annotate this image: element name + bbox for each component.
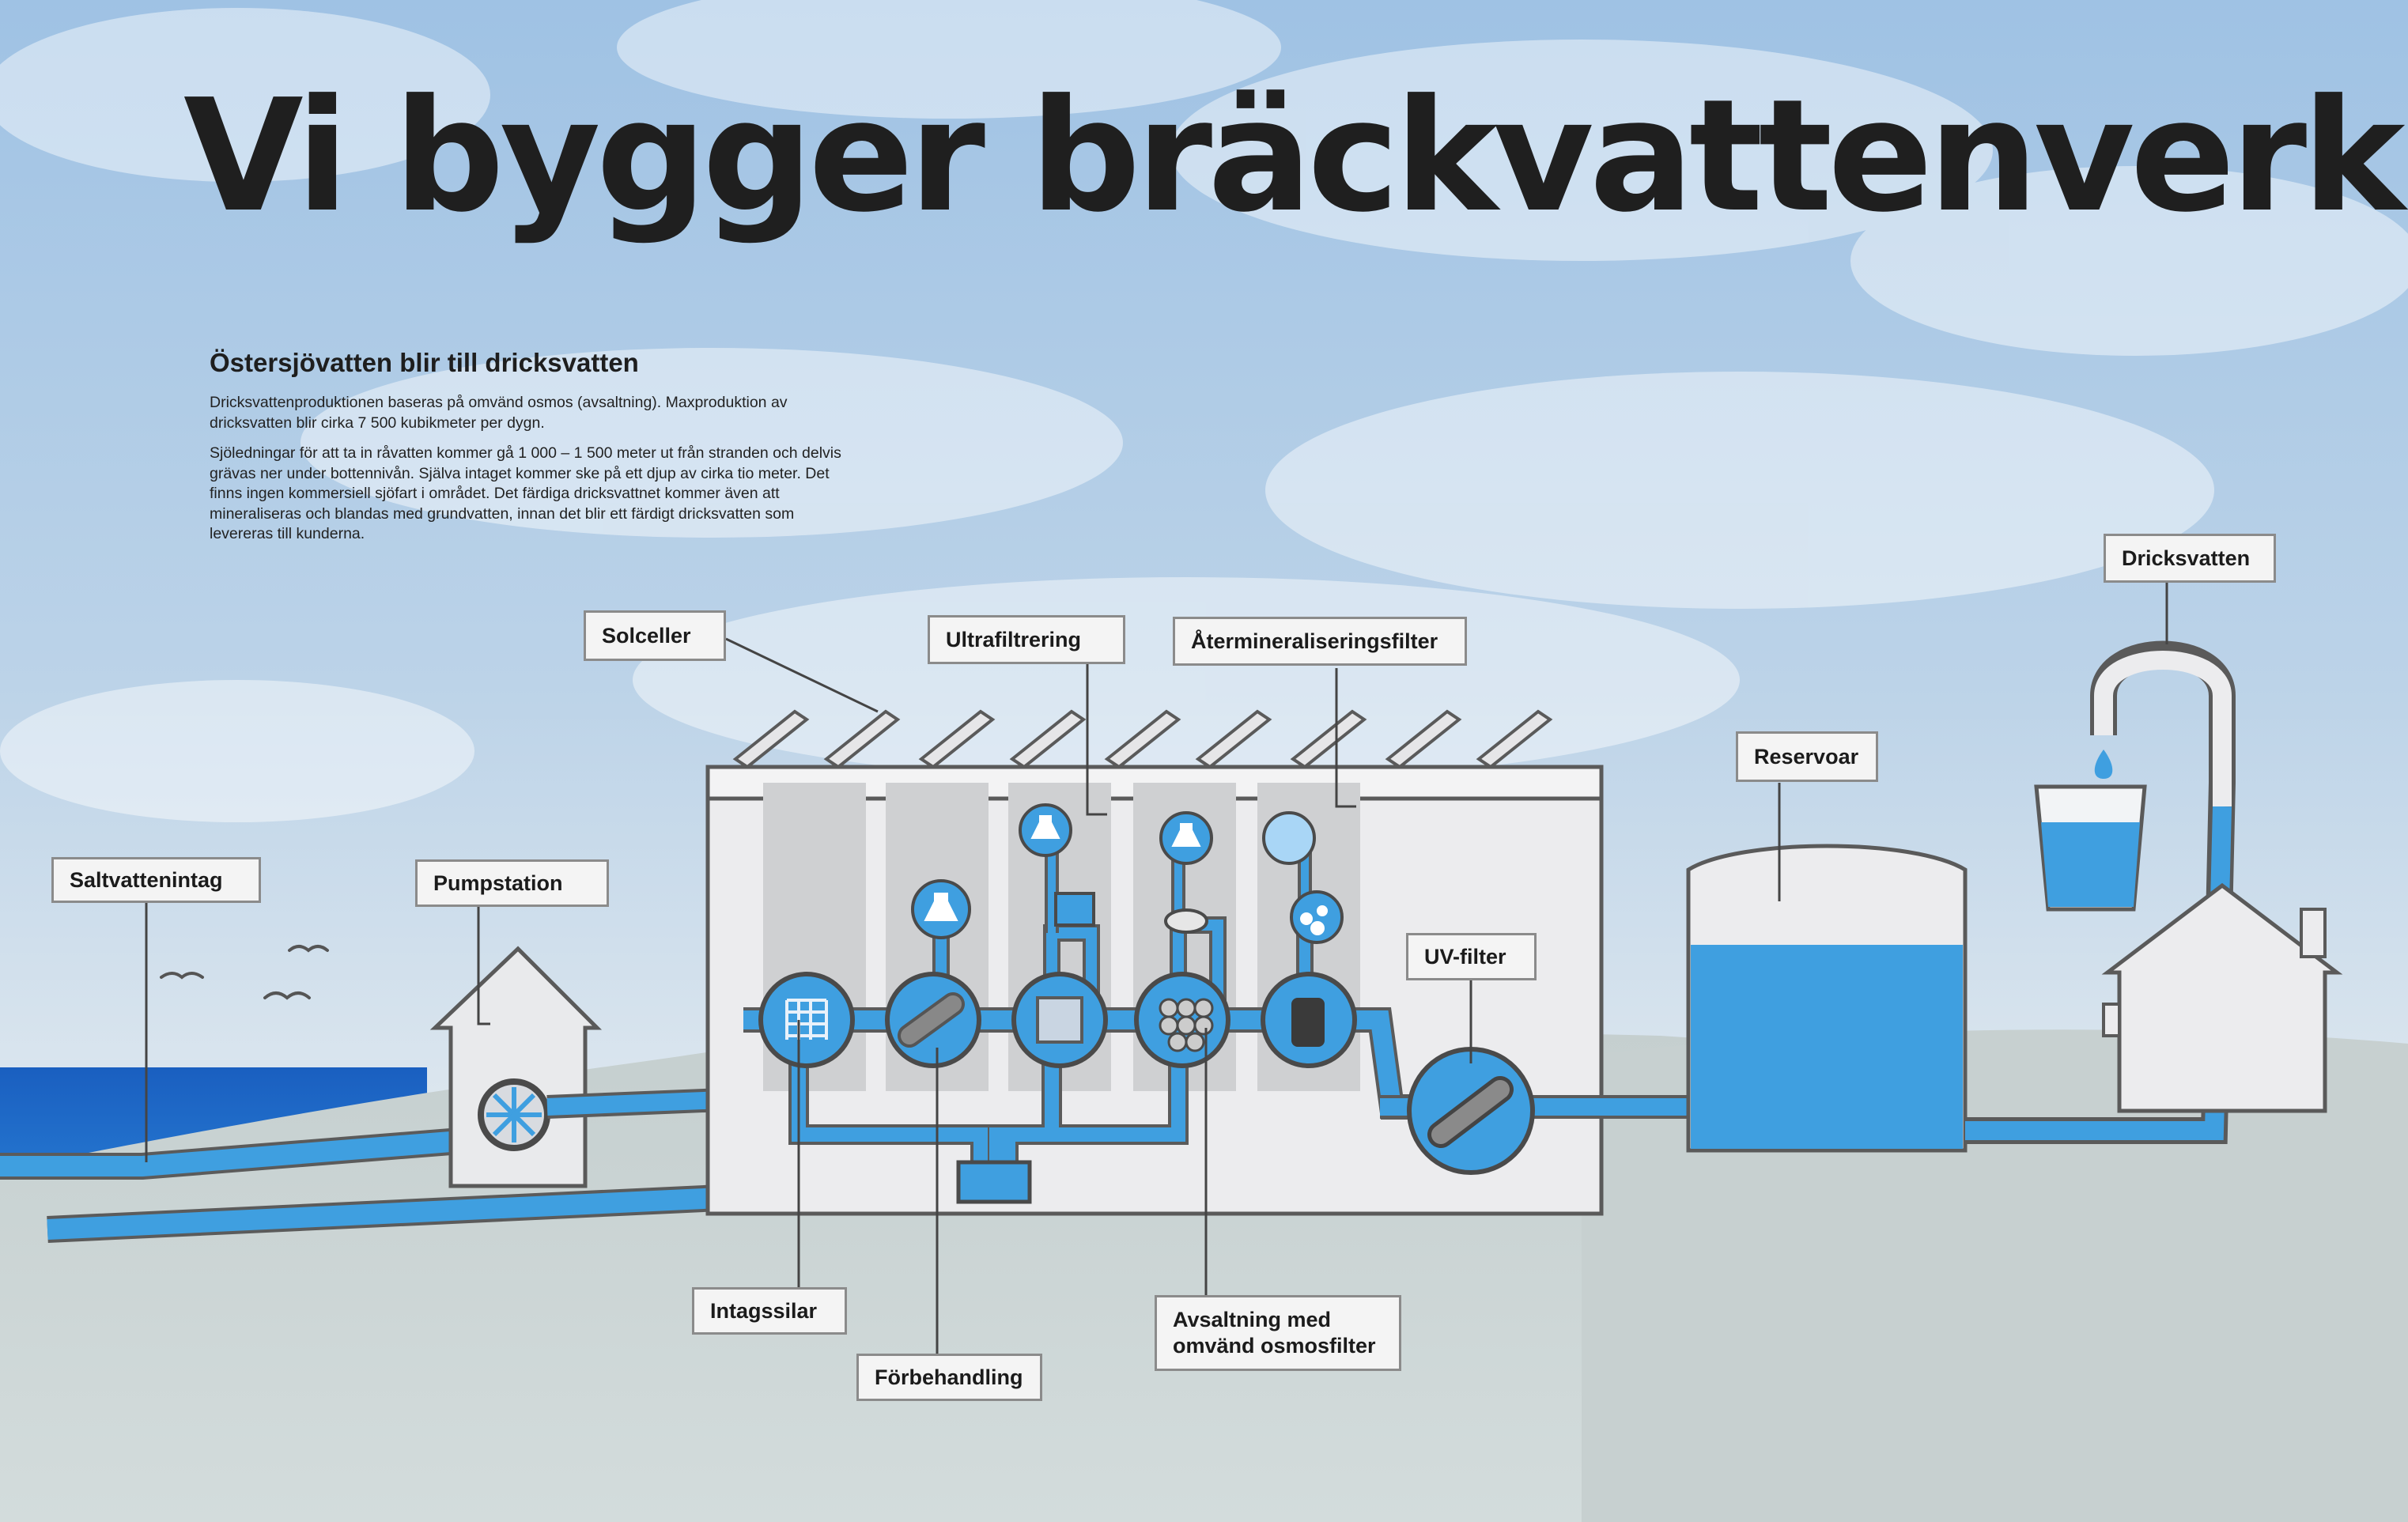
- tap-pipe-inner: [2094, 651, 2232, 806]
- water-glass-icon: [2034, 784, 2147, 912]
- collector-box-icon: [956, 1160, 1032, 1204]
- house: [2101, 882, 2343, 1113]
- intro-paragraph-1: Dricksvattenproduktionen baseras på omvä…: [210, 394, 788, 432]
- label-solceller: Solceller: [584, 610, 726, 661]
- label-pumpstation: Pumpstation: [415, 859, 609, 907]
- bird-icons: [160, 945, 329, 1000]
- clouds: [0, 0, 2408, 822]
- water-drop-icon: [2094, 750, 2113, 779]
- reservoir-tank: [1686, 844, 1968, 1153]
- remineral-tank-icon: [1291, 998, 1325, 1047]
- label-saltvattenintag: Saltvattenintag: [51, 857, 261, 903]
- solar-panel-icons: [732, 709, 1553, 769]
- label-avsaltning-omvand-osmosfilter: Avsaltning med omvänd osmosfilter: [1155, 1295, 1401, 1371]
- leader-lines: [145, 581, 2168, 1356]
- ground-hill-right: [1582, 1029, 2408, 1522]
- label-uv-filter: UV-filter: [1406, 933, 1537, 980]
- label-intagssilar: Intagssilar: [692, 1287, 847, 1335]
- label-forbehandling: Förbehandling: [856, 1354, 1042, 1401]
- label-atermineraliseringsfilter: Återmineraliseringsfilter: [1173, 617, 1467, 666]
- page-title: Vi bygger bräckvattenverk: [183, 66, 2405, 247]
- membrane-bundle-icon: [1159, 998, 1214, 1052]
- label-ultrafiltrering: Ultrafiltrering: [928, 615, 1125, 664]
- pretreatment-cylinder-icon: [898, 992, 965, 1048]
- subtitle: Östersjövatten blir till dricksvatten: [210, 348, 639, 377]
- label-dricksvatten: Dricksvatten: [2104, 534, 2276, 583]
- label-reservoar: Reservoar: [1736, 731, 1878, 782]
- membrane-mesh-icon: [1036, 996, 1083, 1044]
- flask-icons: [924, 815, 1328, 935]
- intro-paragraph-2: Sjöledningar för att ta in råvatten komm…: [210, 444, 841, 542]
- uv-filter-unit: [1380, 1047, 1700, 1175]
